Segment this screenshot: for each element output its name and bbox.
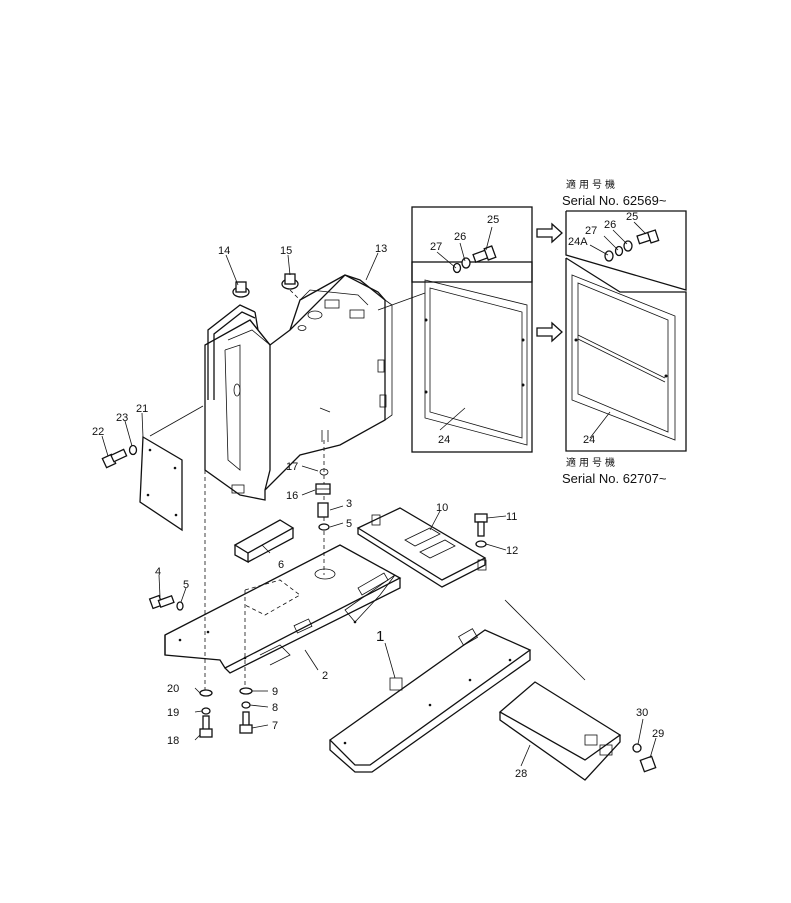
washer-icon	[452, 257, 471, 274]
callout-10: 10	[436, 502, 448, 514]
callout-30: 30	[636, 707, 648, 719]
cap-icon	[232, 281, 250, 298]
bolt-icon	[101, 448, 128, 469]
callout-14: 14	[218, 245, 230, 257]
callout-8: 8	[272, 702, 278, 714]
applicable-serial-label: 適用号機	[566, 456, 618, 469]
callout-24A: 24A	[568, 236, 588, 248]
leader-lines	[101, 221, 657, 767]
washer-icon	[201, 707, 211, 715]
serial-number-text: Serial No. 62569~	[562, 193, 667, 208]
inset-old-panel-box	[411, 261, 533, 453]
base-frame	[164, 544, 402, 674]
plug-icon	[315, 483, 331, 495]
callout-25b: 25	[626, 211, 638, 223]
bolt-icon	[317, 502, 329, 518]
washer-icon	[475, 540, 487, 548]
washer-icon	[604, 240, 633, 262]
callout-15: 15	[280, 245, 292, 257]
callout-22: 22	[92, 426, 104, 438]
callout-20: 20	[167, 683, 179, 695]
bolt-icon	[474, 513, 488, 537]
callout-7: 7	[272, 720, 278, 732]
fender-frame	[328, 628, 532, 773]
bolt-icon	[472, 245, 497, 263]
callout-29: 29	[652, 728, 664, 740]
callout-11: 11	[506, 511, 517, 523]
washer-icon	[199, 689, 213, 697]
handrail	[207, 304, 259, 400]
inset-old-hardware-box	[411, 206, 533, 283]
callout-2: 2	[322, 670, 328, 682]
callout-17: 17	[286, 461, 298, 473]
callout-28: 28	[515, 768, 527, 780]
applicable-serial-label: 適用号機	[566, 178, 618, 191]
bracket	[233, 519, 295, 564]
callout-5a: 5	[183, 579, 189, 591]
callout-4: 4	[155, 566, 161, 578]
callout-16: 16	[286, 490, 298, 502]
serial-number-text: Serial No. 62707~	[562, 471, 667, 486]
cap-icon	[281, 273, 301, 301]
callout-27b: 27	[585, 225, 597, 237]
washer-icon	[128, 444, 138, 456]
callout-5b: 5	[346, 518, 352, 530]
callout-12: 12	[506, 545, 518, 557]
side-cover-panel	[139, 405, 204, 532]
callout-23: 23	[116, 412, 128, 424]
support-plate	[356, 507, 487, 588]
callout-25a: 25	[487, 214, 499, 226]
callout-6: 6	[278, 559, 284, 571]
callout-19: 19	[167, 707, 179, 719]
callout-21: 21	[136, 403, 148, 415]
bolt-icon	[639, 755, 657, 773]
callout-18: 18	[167, 735, 179, 747]
washer-icon	[239, 687, 253, 695]
bolt-icon	[239, 711, 253, 734]
right-arrow-icon	[536, 222, 563, 244]
bolt-icon	[199, 715, 213, 738]
washer-icon	[241, 701, 251, 709]
callout-26a: 26	[454, 231, 466, 243]
bolt-icon	[636, 229, 660, 245]
callout-1: 1	[376, 628, 384, 645]
callout-24a: 24	[438, 434, 450, 446]
callout-13: 13	[375, 243, 387, 255]
tank-housing	[204, 274, 393, 501]
callout-27a: 27	[430, 241, 442, 253]
fender-cover	[498, 599, 622, 781]
o-ring-icon	[319, 468, 329, 476]
callout-9: 9	[272, 686, 278, 698]
bolt-icon	[148, 594, 175, 610]
right-arrow-icon	[536, 321, 563, 343]
washer-icon	[318, 523, 330, 531]
callout-24b: 24	[583, 434, 595, 446]
washer-icon	[632, 743, 642, 753]
callout-3: 3	[346, 498, 352, 510]
callout-26b: 26	[604, 219, 616, 231]
washer-icon	[176, 601, 184, 611]
inset-new-panel-box	[565, 257, 687, 452]
inset-new-hardware-box	[565, 210, 687, 291]
leader-line	[377, 292, 426, 311]
